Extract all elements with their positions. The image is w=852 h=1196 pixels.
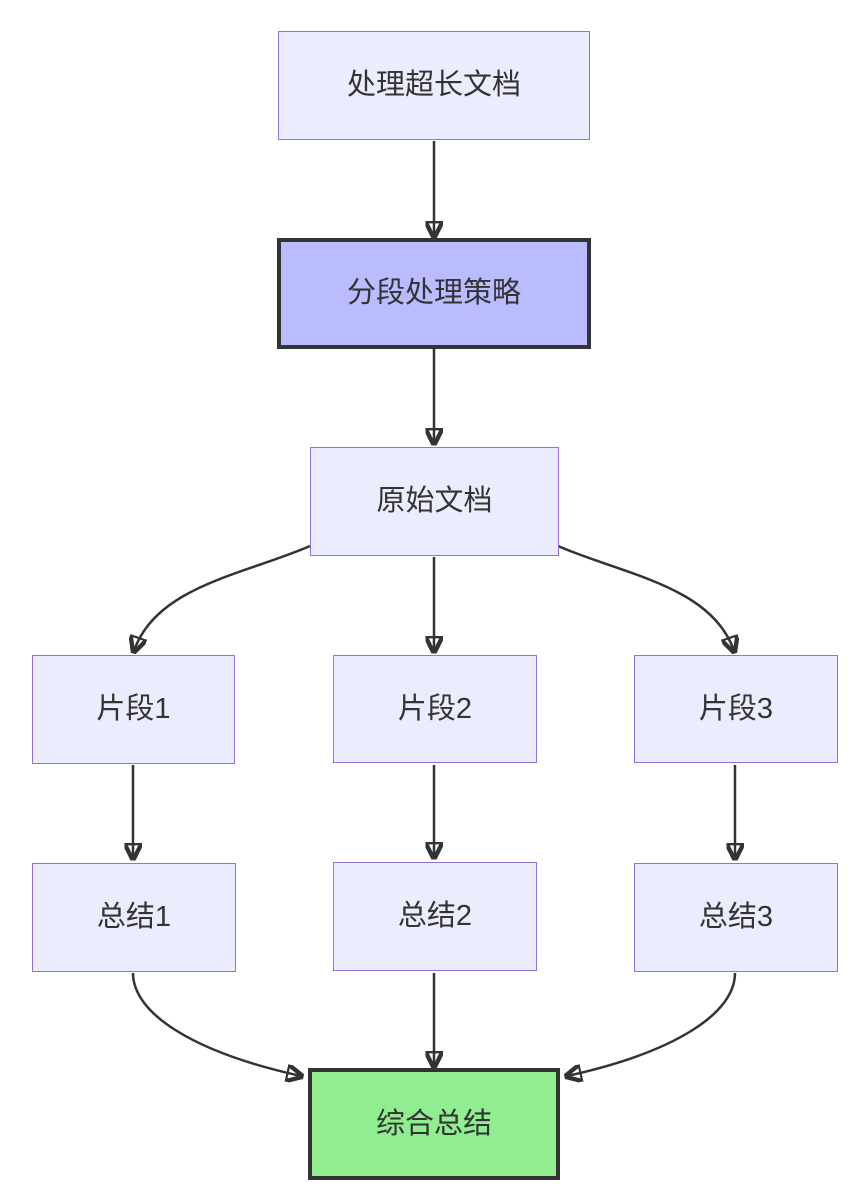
node-final-summary-label: 综合总结 [375,1107,492,1140]
node-summary3-label: 总结3 [698,901,774,934]
node-original-doc: 原始文档 [310,447,559,556]
node-summary2-label: 总结2 [397,900,473,933]
edge-original-to-fragment3 [557,544,734,651]
node-process-long-doc: 处理超长文档 [278,31,590,140]
node-summary1-label: 总结1 [96,901,172,934]
node-fragment3-label: 片段3 [698,692,774,725]
node-segmentation-strategy: 分段处理策略 [277,238,591,349]
edge-summary3-to-final [567,972,737,1076]
node-process-long-doc-label: 处理超长文档 [346,69,521,102]
edge-summary1-to-final [131,972,301,1076]
node-fragment3: 片段3 [634,655,838,763]
node-original-doc-label: 原始文档 [376,485,493,518]
node-summary1: 总结1 [32,863,236,972]
node-fragment2-label: 片段2 [397,692,473,725]
node-summary2: 总结2 [333,862,537,971]
node-fragment1-label: 片段1 [96,693,171,726]
node-fragment1: 片段1 [32,655,235,764]
node-summary3: 总结3 [634,863,838,972]
edge-original-to-fragment1 [134,544,311,651]
node-final-summary: 综合总结 [308,1068,560,1180]
node-segmentation-strategy-label: 分段处理策略 [346,277,521,310]
node-fragment2: 片段2 [333,655,537,763]
